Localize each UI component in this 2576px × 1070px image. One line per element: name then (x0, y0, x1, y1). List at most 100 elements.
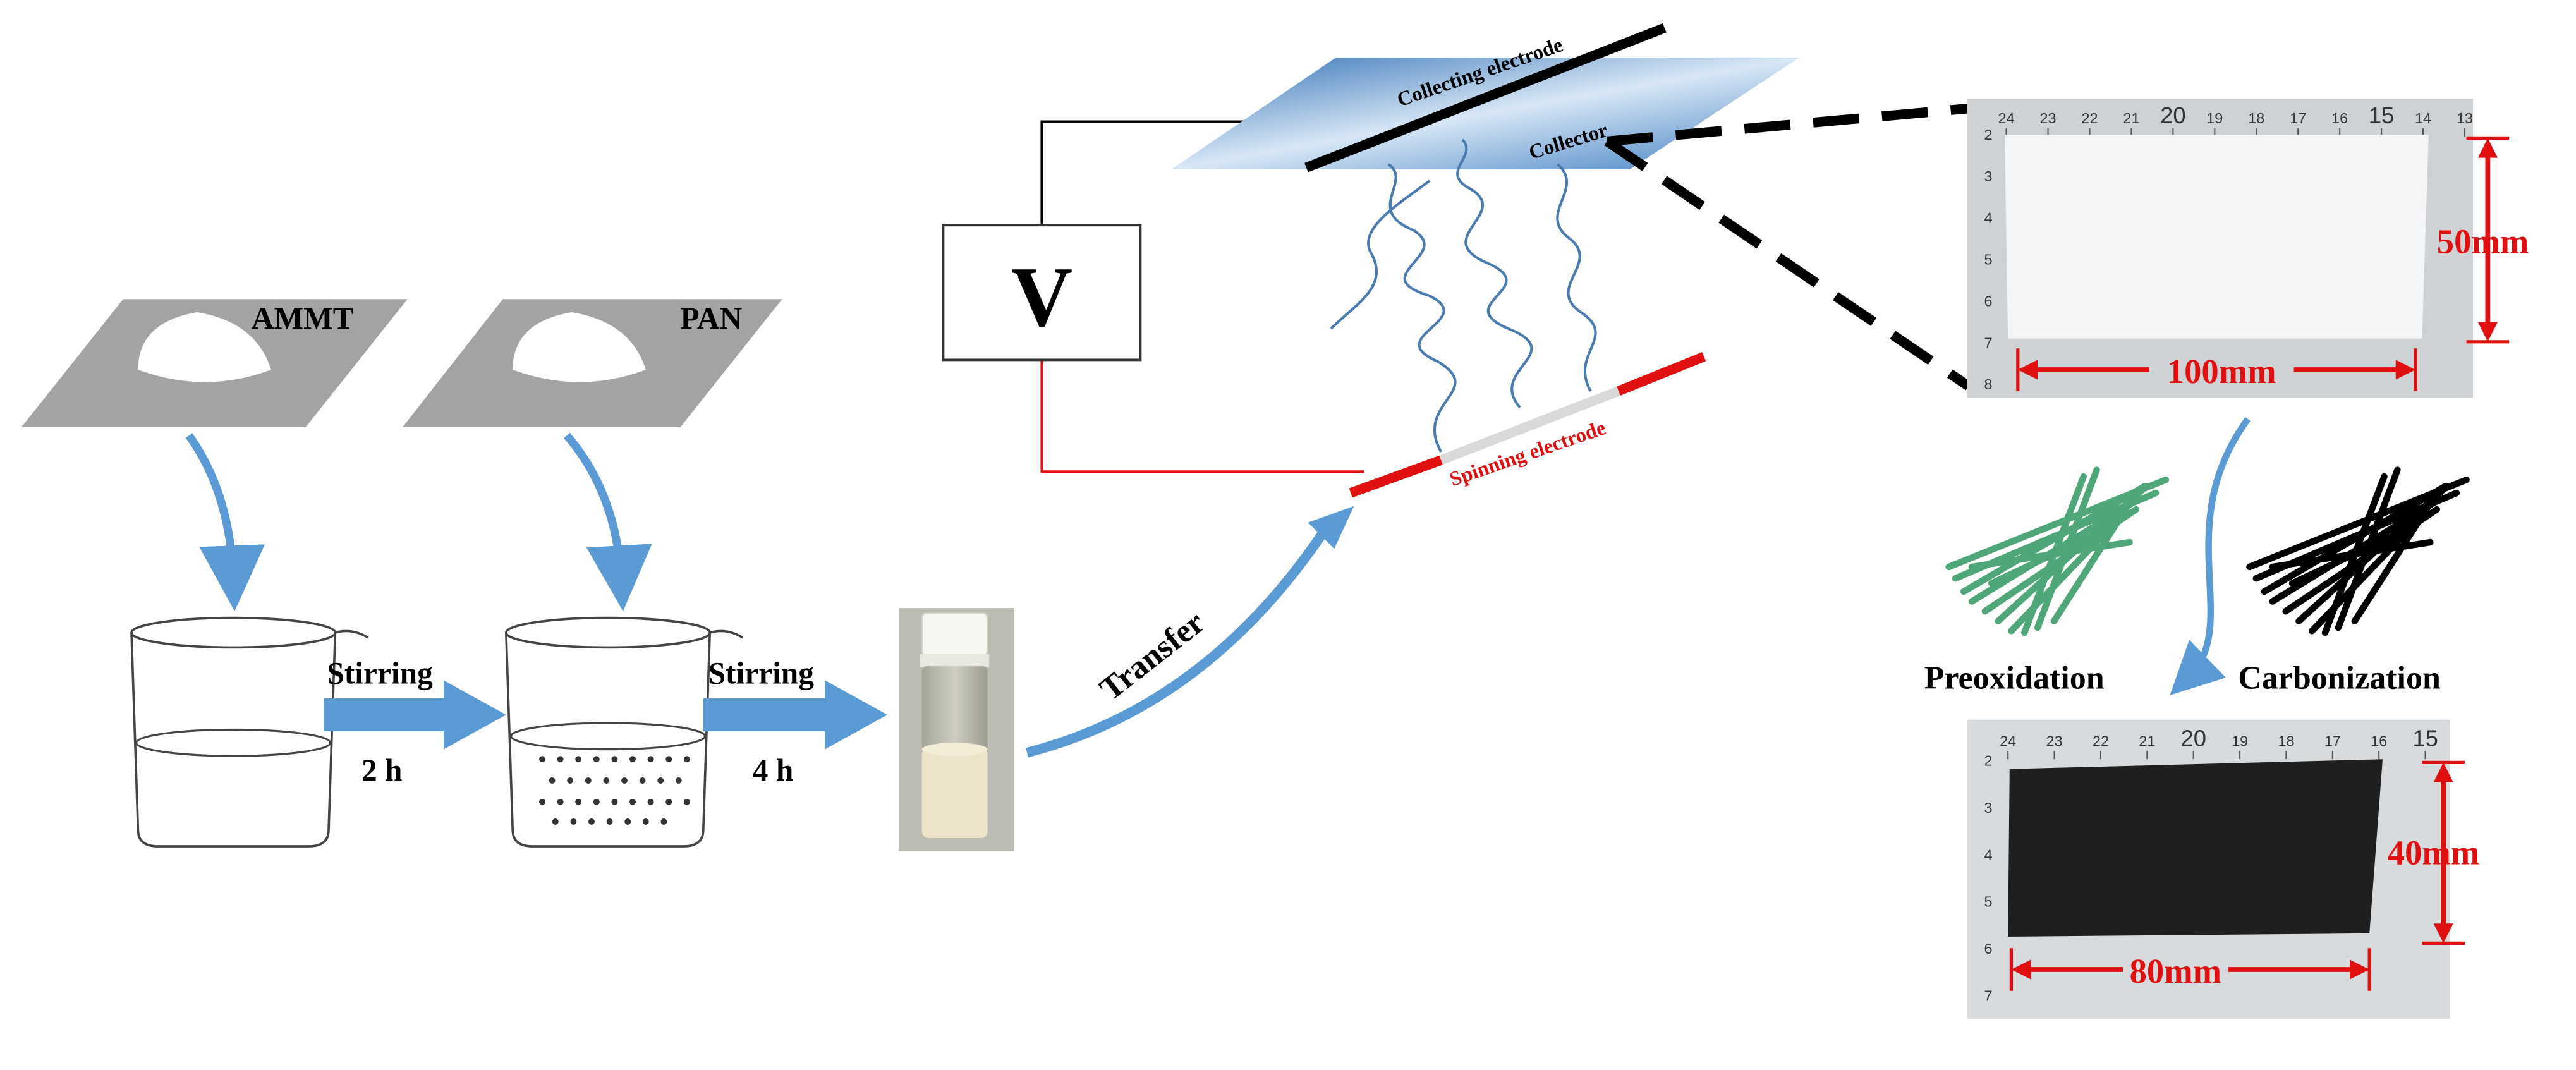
height-50mm-label: 50mm (2437, 222, 2529, 260)
particle (557, 798, 564, 805)
zoom-line-top (1607, 103, 1969, 147)
pan-label: PAN (680, 301, 742, 336)
particle (665, 798, 672, 805)
bottom-ruler-tick-label: 17 (2324, 733, 2341, 749)
top-ruler-side-label: 5 (1984, 252, 1992, 268)
bottom-ruler-tick-label: 21 (2139, 733, 2155, 749)
top-ruler-tick-label: 13 (2457, 110, 2473, 126)
particle (621, 777, 628, 784)
black-fiber (2288, 525, 2411, 587)
electrospinning-setup: V Collecting electrode Collector Spinnin… (942, 23, 1799, 498)
stirring-arrow-1: Stirring 2 h (324, 656, 506, 787)
ammt-to-beaker-arrow (185, 433, 265, 612)
particle (683, 756, 690, 763)
bottom-ruler-tick-label: 18 (2278, 733, 2294, 749)
pan-to-beaker-arrow (564, 432, 652, 612)
top-ruler-side-label: 3 (1984, 168, 1992, 185)
particle (557, 756, 564, 763)
preoxidized-fiber-bundle (1945, 466, 2169, 636)
collecting-electrode-bar (1304, 23, 1667, 173)
dispersed-particles (539, 756, 690, 825)
particle (683, 798, 690, 805)
particle (657, 777, 664, 784)
particle (603, 777, 610, 784)
bottom-ruler-tick-label: 24 (2000, 733, 2016, 749)
top-ruler-tick-label: 17 (2290, 110, 2306, 126)
top-ruler-tick-label: 19 (2206, 110, 2223, 126)
white-membrane (2005, 135, 2429, 339)
carbonization-label: Carbonization (2238, 660, 2441, 696)
top-ruler-tick-label: 16 (2331, 110, 2348, 126)
green-fiber (2050, 489, 2140, 624)
spinning-electrode-middle (1439, 386, 1620, 465)
particle (624, 818, 631, 825)
stirring-2-time: 4 h (753, 753, 794, 787)
zoom-line-bottom (1604, 137, 1972, 391)
particle (611, 798, 618, 805)
top-ruler-side-label: 8 (1984, 376, 1992, 392)
bottom-wire (1040, 360, 1364, 473)
bottom-ruler-tick-label: 16 (2371, 733, 2387, 749)
top-ruler-side-label: 2 (1984, 126, 1992, 143)
top-ruler-side-label: 7 (1984, 334, 1992, 351)
bottom-ruler-tick-label: 19 (2232, 733, 2248, 749)
black-carbon-membrane (2008, 759, 2383, 937)
stirring-arrow-2: Stirring 4 h (703, 656, 887, 787)
top-ruler-tick-label: 20 (2160, 102, 2185, 128)
bottom-ruler-side-label: 5 (1984, 894, 1992, 910)
height-40mm-label: 40mm (2388, 834, 2480, 872)
top-ruler-tick-label: 23 (2040, 110, 2057, 126)
preoxidation-label: Preoxidation (1924, 660, 2105, 696)
particle (593, 756, 600, 763)
top-ruler-side-label: 6 (1984, 293, 1992, 309)
particle (629, 798, 636, 805)
top-ruler-tick-label: 15 (2369, 102, 2394, 128)
stirring-1-time: 2 h (361, 753, 403, 787)
particle (549, 777, 556, 784)
bottom-ruler-side-label: 7 (1984, 987, 1992, 1004)
particle (675, 777, 682, 784)
particle (585, 777, 592, 784)
particle (665, 756, 672, 763)
top-ruler-tick-label: 18 (2248, 110, 2264, 126)
top-ruler-tick-label: 21 (2123, 110, 2139, 126)
width-100mm-label: 100mm (2167, 352, 2276, 391)
top-ruler-tick-label: 14 (2415, 110, 2431, 126)
pan-powder-sheet: PAN (403, 299, 782, 427)
particle (647, 798, 654, 805)
bottom-ruler-tick-label: 22 (2093, 733, 2109, 749)
voltage-source (942, 224, 1142, 362)
particle (642, 818, 649, 825)
bottom-ruler-side-label: 4 (1984, 846, 1992, 863)
solution-vial-photo (899, 607, 1014, 851)
beaker-1 (130, 616, 369, 848)
top-ruler-side-label: 4 (1984, 210, 1992, 226)
bottom-ruler-tick-label: 23 (2046, 733, 2063, 749)
particle (539, 756, 545, 763)
stirring-2-label: Stirring (708, 656, 815, 691)
spinning-electrode-left (1349, 455, 1443, 498)
ammt-powder-sheet: AMMT (21, 299, 408, 427)
particle (660, 818, 667, 825)
particle (611, 756, 618, 763)
bottom-ruler-side-label: 3 (1984, 799, 1992, 816)
bottom-ruler-tick-label: 15 (2412, 725, 2438, 751)
carbonized-fiber-bundle (2246, 466, 2470, 636)
particle (593, 798, 600, 805)
width-80mm-label: 80mm (2130, 952, 2222, 990)
particle (539, 798, 545, 805)
particle (639, 777, 646, 784)
green-fiber (1960, 483, 2148, 595)
voltage-label: V (1011, 250, 1073, 344)
spinning-electrode-right (1617, 351, 1706, 396)
particle (575, 798, 582, 805)
particle (588, 818, 595, 825)
particle (606, 818, 613, 825)
ammt-label: AMMT (252, 301, 354, 336)
black-fiber (2261, 483, 2448, 595)
